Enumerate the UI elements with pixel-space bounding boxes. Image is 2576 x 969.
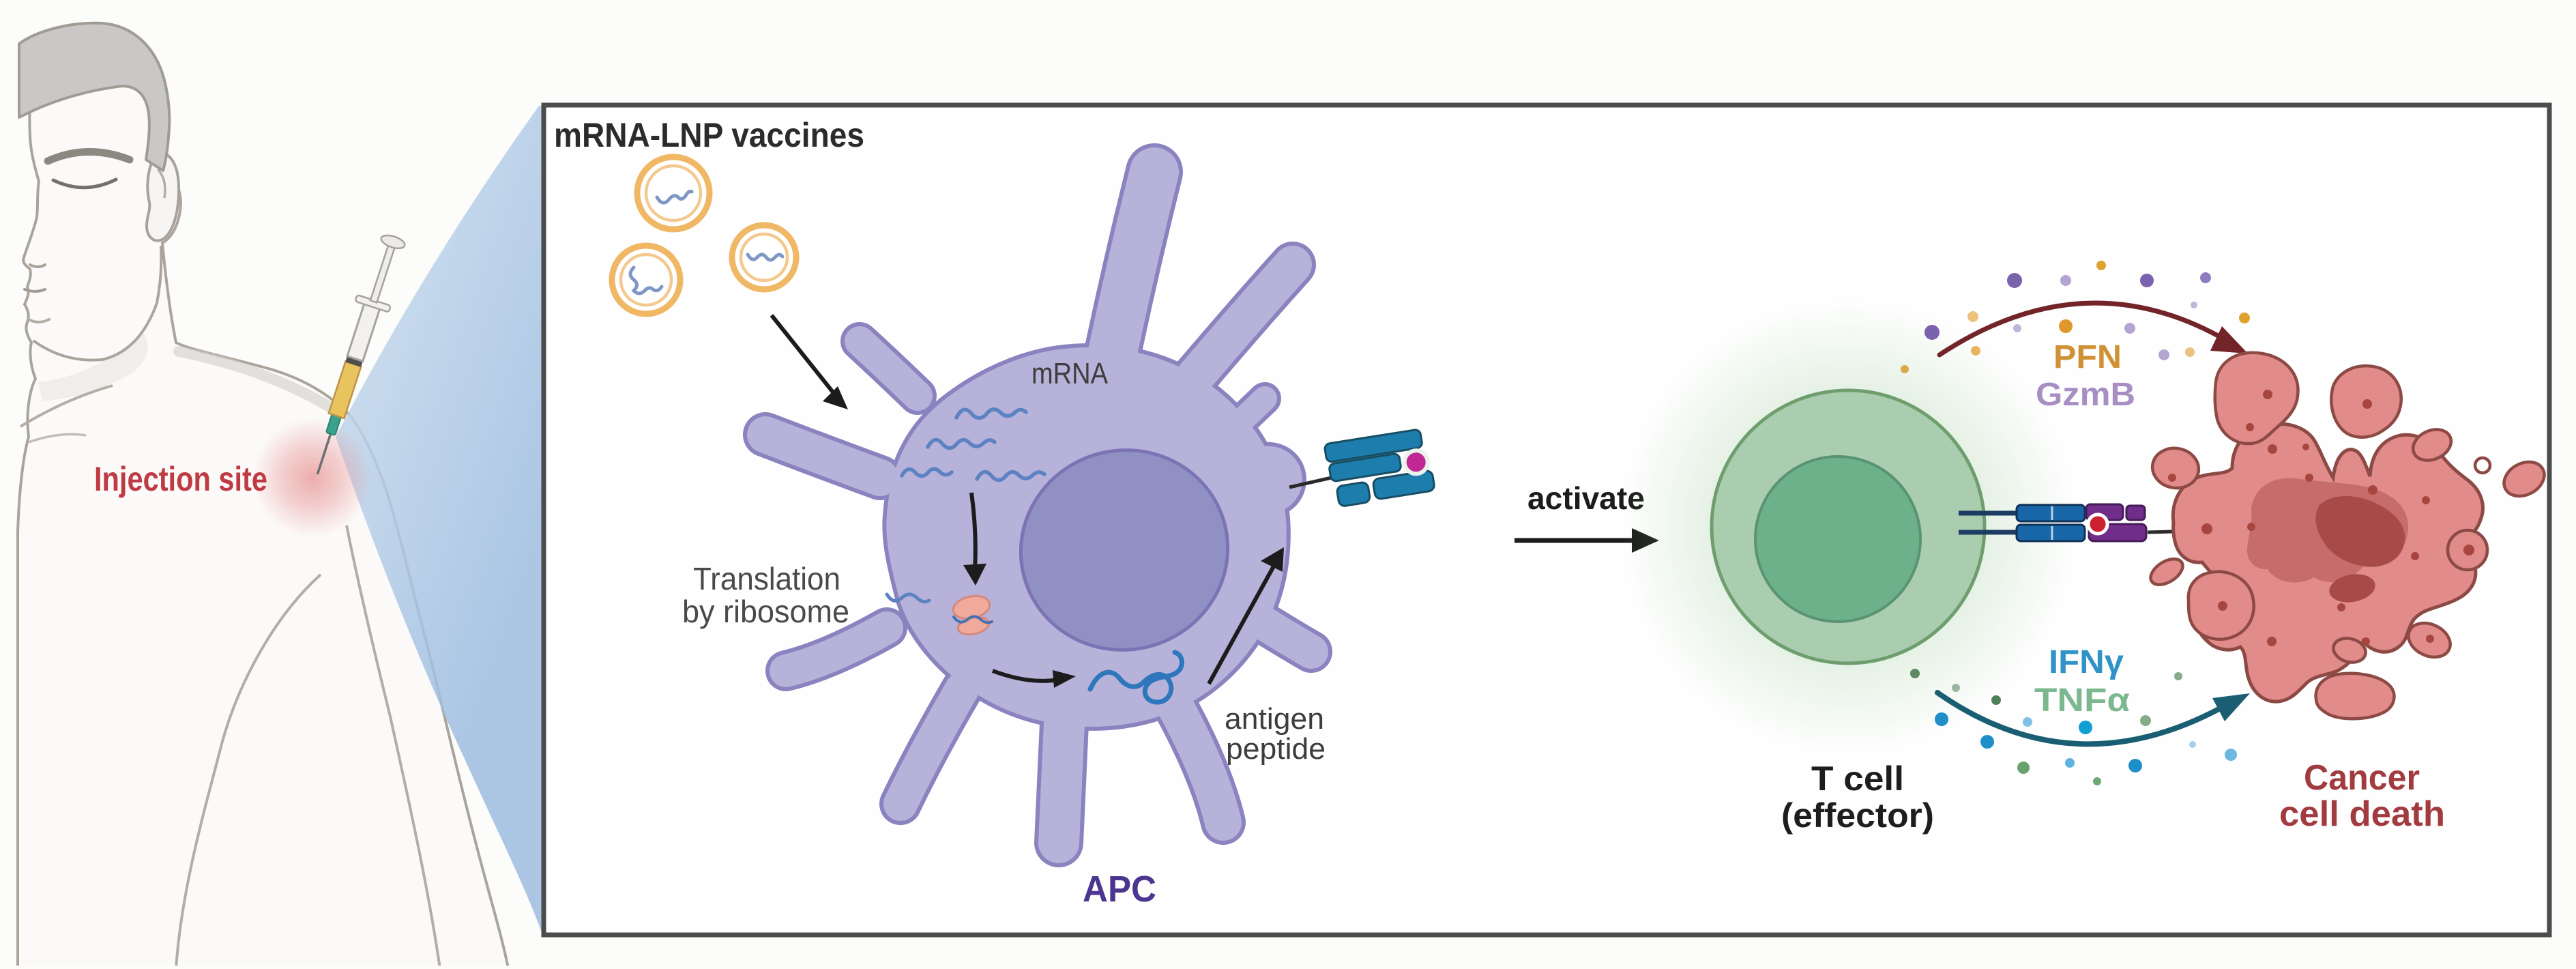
- svg-text:antigen: antigen: [1225, 702, 1324, 736]
- svg-text:mRNA-LNP vaccines: mRNA-LNP vaccines: [554, 116, 864, 154]
- svg-text:mRNA: mRNA: [1031, 357, 1109, 390]
- svg-text:IFNγ: IFNγ: [2049, 644, 2124, 680]
- svg-text:T cell: T cell: [1811, 760, 1904, 798]
- svg-text:GzmB: GzmB: [2036, 377, 2135, 413]
- svg-text:(effector): (effector): [1781, 796, 1934, 835]
- svg-text:Injection site: Injection site: [94, 460, 267, 498]
- svg-text:Cancer: Cancer: [2304, 758, 2420, 798]
- svg-text:PFN: PFN: [2053, 339, 2122, 375]
- svg-text:cell death: cell death: [2279, 794, 2445, 834]
- svg-text:by ribosome: by ribosome: [682, 594, 849, 629]
- svg-text:TNFα: TNFα: [2034, 682, 2131, 719]
- svg-text:peptide: peptide: [1226, 732, 1326, 766]
- svg-text:Translation: Translation: [693, 561, 840, 596]
- svg-text:APC: APC: [1083, 869, 1156, 910]
